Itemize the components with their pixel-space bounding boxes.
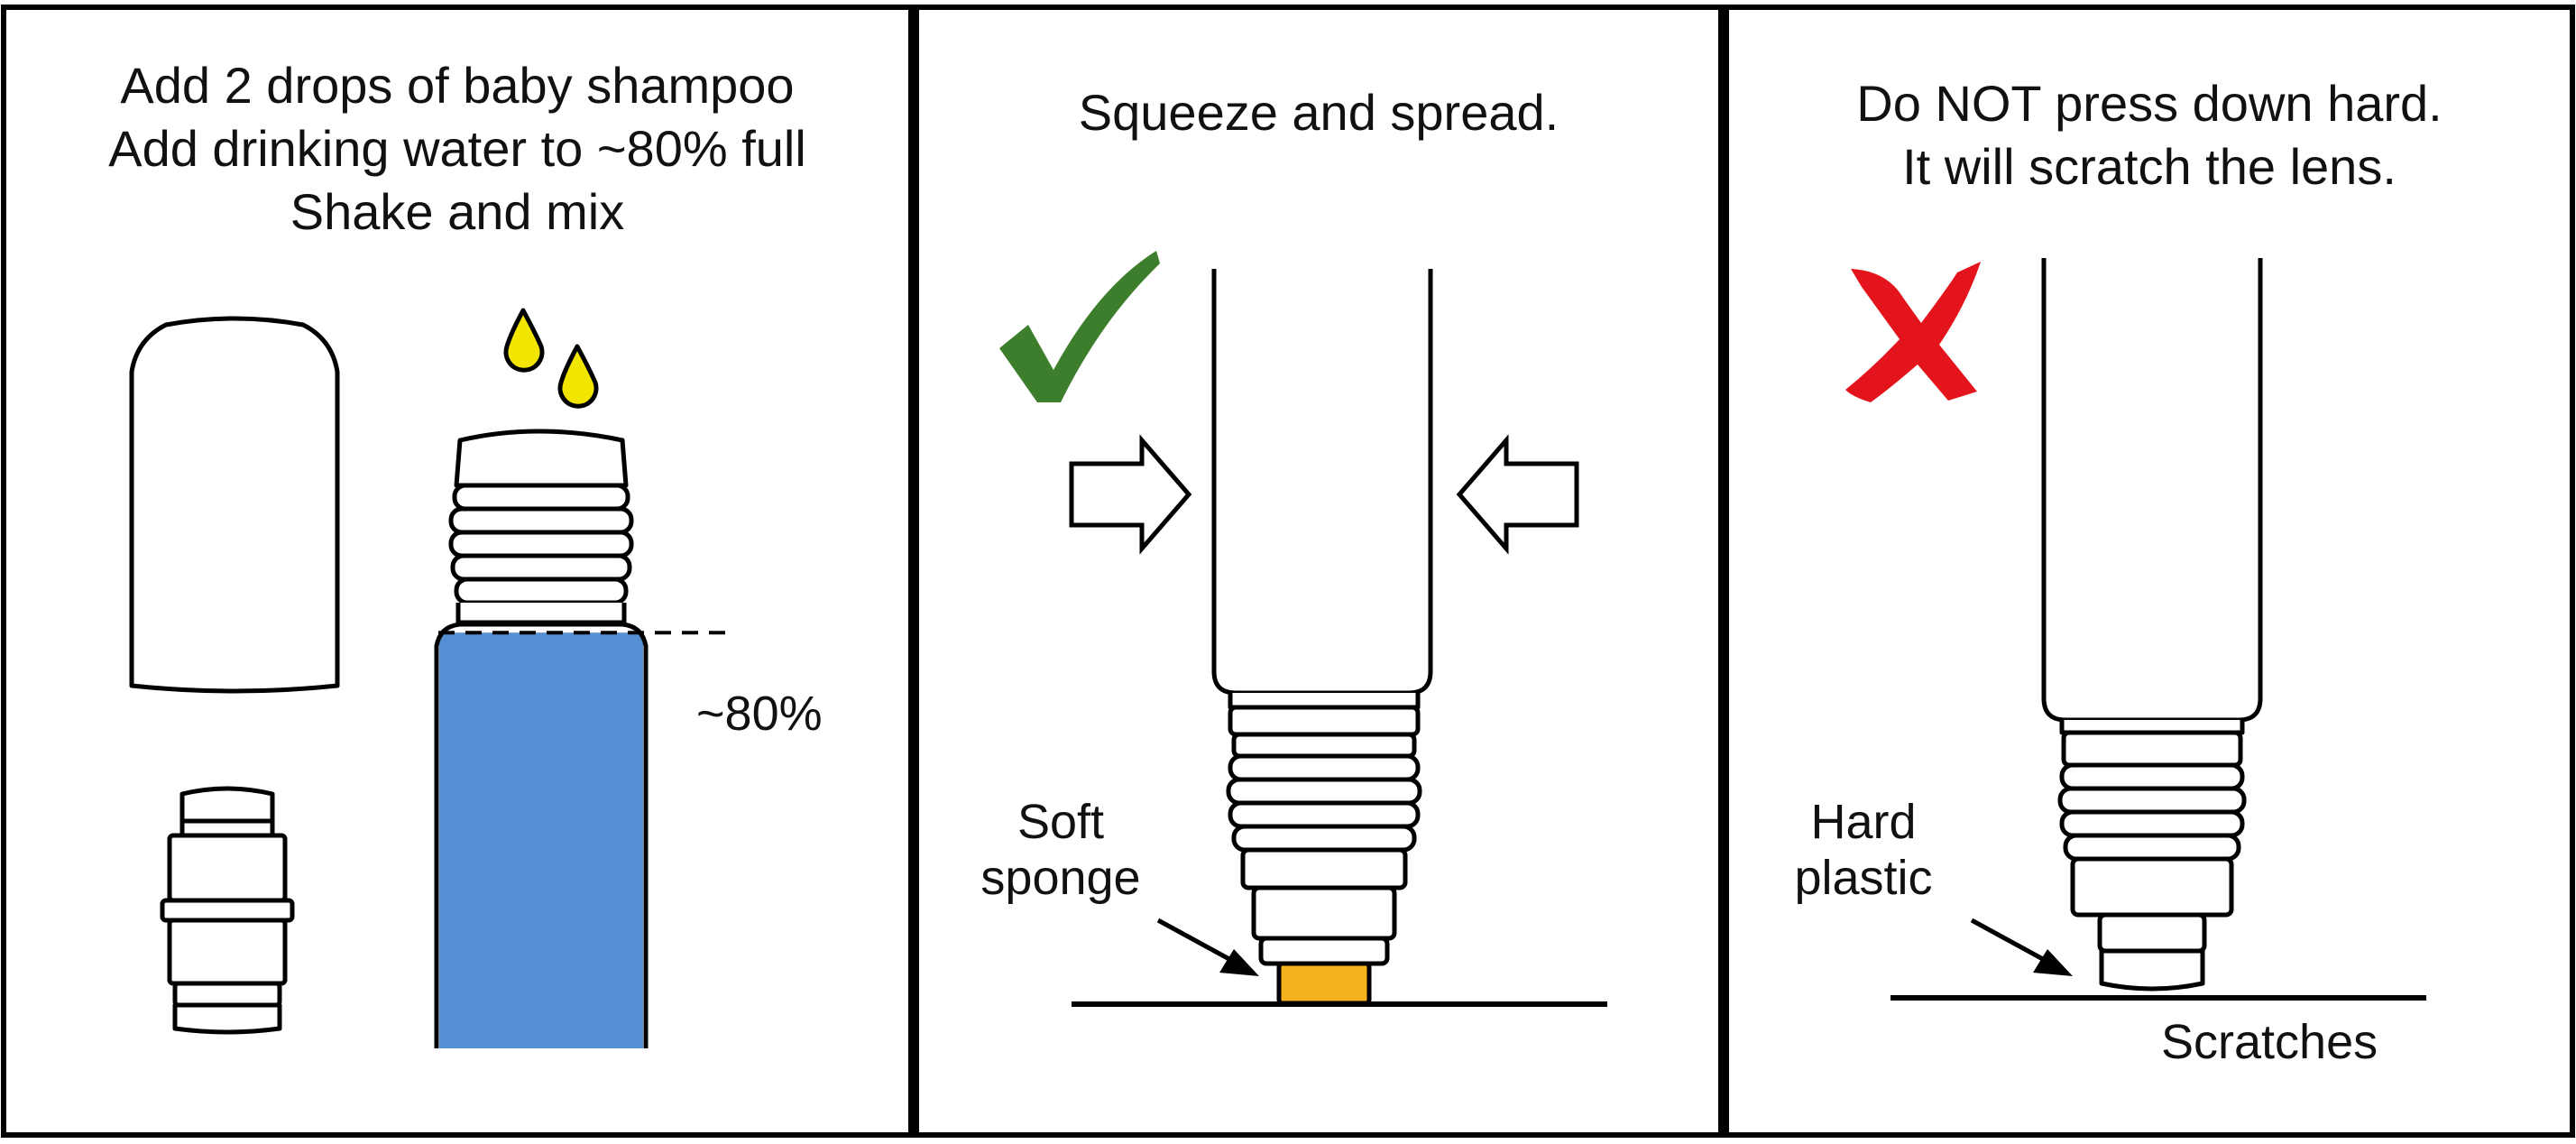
label-line: sponge [980,851,1141,905]
sponge-tip-part [160,786,295,1035]
hard-plastic-label: Hard plastic [1773,794,1954,906]
panel-frames [1,5,2575,1138]
shampoo-drop-icon [503,308,545,373]
check-mark-icon [999,251,1160,402]
cross-mark-icon [1845,262,1981,402]
soft-sponge-label: Soft sponge [972,794,1149,906]
caption-line: Add 2 drops of baby shampoo [120,57,795,114]
pressed-bottle [2041,258,2263,992]
pointer-arrow-icon [1970,918,2073,976]
label-line: plastic [1794,851,1933,905]
label-line: Hard [1810,795,1917,849]
caption-line: Do NOT press down hard. [1856,75,2443,132]
scratches-label: Scratches [2161,1015,2378,1069]
panel-1-caption: Add 2 drops of baby shampoo Add drinking… [4,54,911,244]
squeezed-bottle [1211,269,1433,966]
panel-3-caption: Do NOT press down hard. It will scratch … [1726,72,2572,198]
panel-3-frame [1724,5,2575,1138]
caption-line: Squeeze and spread. [1078,84,1559,141]
filled-bottle [434,429,649,1048]
water-fill [439,632,643,1048]
arrow-right-icon [1069,434,1192,555]
bottle-cap [129,316,340,694]
panel-1-frame [1,5,914,1138]
caption-line: Shake and mix [290,183,625,240]
panel-2-caption: Squeeze and spread. [916,81,1721,144]
caption-line: Add drinking water to ~80% full [108,120,806,177]
fill-level-label: ~80% [696,687,823,741]
soft-sponge [1276,961,1372,1006]
caption-line: It will scratch the lens. [1902,138,2397,195]
shampoo-drop-icon [557,344,599,409]
panel-2-frame [914,5,1724,1138]
label-line: Soft [1017,795,1105,849]
pointer-arrow-icon [1156,918,1259,976]
arrow-left-icon [1456,434,1579,555]
